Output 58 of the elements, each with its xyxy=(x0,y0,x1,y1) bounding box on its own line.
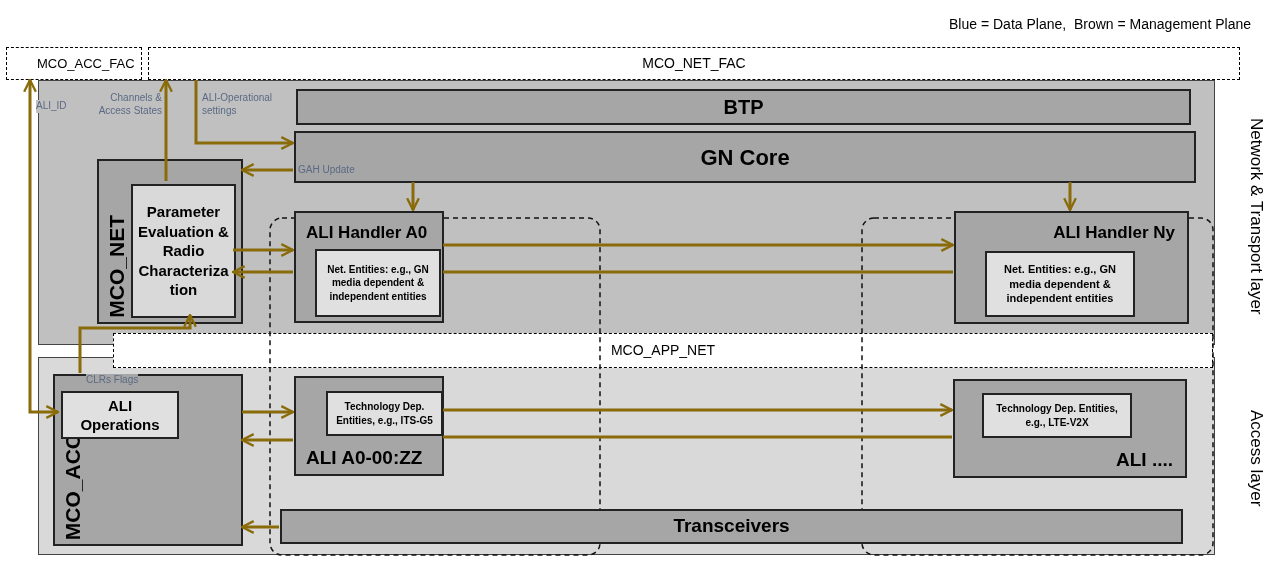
arrow xyxy=(194,80,295,150)
box-label: MCO_ACC_FAC xyxy=(37,54,135,73)
arrow xyxy=(23,78,60,419)
arrow xyxy=(242,405,295,419)
arrow xyxy=(240,433,293,447)
box-label: Parameter Evaluation & Radio Characterization xyxy=(137,202,230,300)
interface-band xyxy=(113,333,1213,368)
box-label: Transceivers xyxy=(673,514,790,539)
box-label: ALI Handler A0 xyxy=(306,222,428,244)
arrow xyxy=(240,520,279,534)
plane-color-note: Blue = Data Plane, Brown = Management Plane xyxy=(949,15,1251,34)
box-label: GN Core xyxy=(700,143,790,172)
box-label: MCO_ACC xyxy=(60,433,85,540)
connector xyxy=(443,270,953,274)
handler-box xyxy=(954,211,1189,324)
access-interface-box xyxy=(294,376,444,476)
edge-label: CLRs Flags xyxy=(86,374,139,387)
management-entity-box xyxy=(53,374,243,546)
arrow xyxy=(443,238,955,252)
arrow xyxy=(78,313,197,373)
arrow xyxy=(443,403,954,417)
box-label: ALI Handler Ny xyxy=(1053,222,1175,244)
management-entity-box xyxy=(97,159,243,324)
arrow xyxy=(233,243,295,257)
arrow xyxy=(1063,182,1077,212)
function-box xyxy=(131,184,236,318)
connector xyxy=(443,435,952,439)
edge-label: ALI_ID xyxy=(36,100,67,113)
protocol-block xyxy=(294,131,1196,183)
box-label: Net. Entities: e.g., GN media dependent & independent entities xyxy=(1003,261,1117,307)
box-label: Technology Dep. Entities, e.g., ITS-G5 xyxy=(335,400,434,427)
box-label: BTP xyxy=(723,95,764,120)
box-label: Technology Dep. Entities, e.g., LTE-V2X xyxy=(995,402,1119,429)
box-label: ALI .... xyxy=(1116,447,1173,472)
box-label: MCO_NET xyxy=(104,215,129,318)
facility-interface-box xyxy=(148,47,1240,80)
arrow xyxy=(406,182,420,212)
box-label: MCO_APP_NET xyxy=(610,341,716,360)
edge-label: GAH Update xyxy=(298,164,355,177)
entity-note xyxy=(982,393,1132,438)
facility-interface-box xyxy=(6,47,142,80)
arrow xyxy=(240,163,293,177)
entity-note xyxy=(315,249,441,317)
entity-note xyxy=(985,251,1135,317)
access-interface-box xyxy=(953,379,1187,478)
arrow xyxy=(159,78,173,181)
arrow xyxy=(231,265,293,279)
entity-note xyxy=(326,391,443,436)
box-label: Network & Transport layer xyxy=(1245,116,1267,317)
box-label: ALI A0-00:ZZ xyxy=(306,445,423,470)
box-label: MCO_NET_FAC xyxy=(642,54,746,73)
box-label: ALI Operations xyxy=(79,395,161,435)
box-label: Access layer xyxy=(1245,408,1267,509)
handler-box xyxy=(294,211,444,323)
function-box xyxy=(61,391,179,439)
box-label: Net. Entities: e.g., GN media dependent & independent entities xyxy=(326,262,430,304)
protocol-block xyxy=(280,509,1183,544)
protocol-block xyxy=(296,89,1191,125)
